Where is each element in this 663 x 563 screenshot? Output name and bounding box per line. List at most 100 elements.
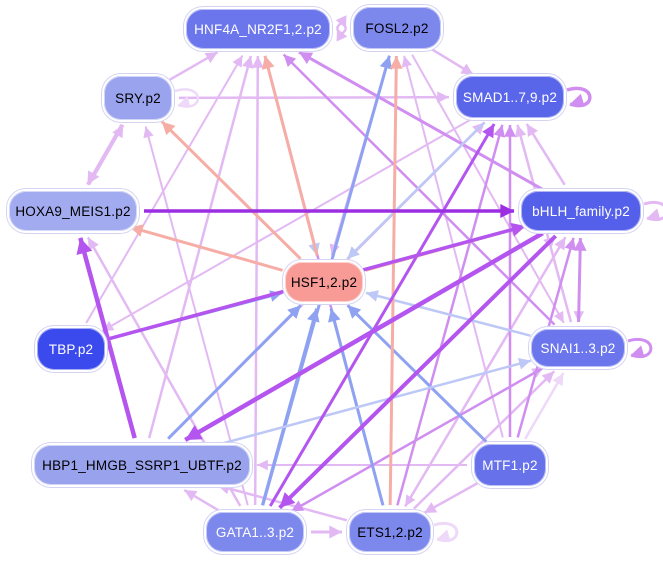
node-label: ETS1,2.p2 — [357, 524, 423, 540]
node-label: TBP.p2 — [48, 341, 94, 357]
edge-arrowhead — [178, 96, 191, 108]
edge — [263, 55, 319, 256]
edge — [643, 200, 663, 222]
node-label: HSF1,2.p2 — [290, 274, 358, 290]
edge-arrowhead — [291, 500, 305, 512]
edge-arrowhead — [553, 310, 564, 323]
edge-arrowhead — [552, 373, 564, 387]
edge — [388, 55, 398, 506]
node-tbp[interactable]: TBP.p2 — [35, 326, 107, 372]
edge-arrowhead — [143, 126, 154, 139]
edge-arrowhead — [76, 237, 93, 256]
node-snai[interactable]: SNAI1..3.p2 — [529, 327, 627, 369]
edge — [184, 231, 544, 442]
edge-arrowhead — [204, 52, 218, 64]
edge-arrowhead — [482, 124, 495, 139]
edge-arrowhead — [510, 222, 526, 237]
node-label: SNAI1..3.p2 — [540, 340, 616, 356]
edge — [78, 237, 137, 439]
edge-arrowhead — [161, 121, 176, 136]
node-hnf4a[interactable]: HNF4A_NR2F1,2.p2 — [184, 7, 332, 51]
edge-arrowhead — [573, 237, 587, 251]
edge — [433, 521, 459, 543]
edge — [278, 234, 558, 510]
edge-arrowhead — [257, 459, 268, 471]
edge — [178, 95, 450, 100]
edge — [525, 123, 566, 186]
edge-arrowhead — [517, 358, 531, 370]
edge-arrowhead — [232, 55, 243, 68]
edge-arrowhead — [424, 502, 438, 513]
node-hbp1[interactable]: HBP1_HMGB_SSRP1_UBTF.p2 — [32, 443, 252, 487]
edge — [160, 120, 302, 260]
node-label: MTF1.p2 — [482, 457, 538, 473]
edge-arrowhead — [647, 208, 661, 221]
edge-arrowhead — [328, 308, 341, 323]
edge-arrowhead — [570, 93, 585, 107]
node-label: SMAD1..7,9.p2 — [462, 89, 558, 105]
node-sry[interactable]: SRY.p2 — [102, 74, 174, 122]
edge-arrowhead — [251, 55, 264, 68]
edge — [268, 123, 496, 507]
edge-arrowhead — [298, 52, 314, 64]
edge-arrowhead — [242, 55, 254, 69]
edge-arrowhead — [347, 305, 362, 319]
node-gata[interactable]: GATA1..3.p2 — [204, 510, 306, 554]
node-ets[interactable]: ETS1,2.p2 — [347, 510, 433, 554]
edge — [524, 372, 565, 440]
edge-arrowhead — [526, 123, 538, 138]
node-fosl2[interactable]: FOSL2.p2 — [351, 5, 443, 51]
edge-arrowhead — [261, 55, 275, 70]
edge-arrowhead — [366, 290, 379, 302]
node-label: HBP1_HMGB_SSRP1_UBTF.p2 — [42, 457, 242, 473]
node-bhlh[interactable]: bHLH_family.p2 — [519, 189, 643, 233]
edge — [174, 88, 200, 108]
edge-arrowhead — [87, 237, 99, 251]
node-label: HNF4A_NR2F1,2.p2 — [194, 21, 322, 37]
edge-arrowhead — [129, 224, 144, 237]
node-label: SRY.p2 — [115, 90, 161, 106]
edge-arrowhead — [514, 124, 527, 138]
node-label: HOXA9_MEIS1.p2 — [15, 203, 131, 219]
edge-arrowhead — [329, 525, 342, 539]
edge — [627, 337, 653, 359]
edge — [217, 359, 532, 446]
edge — [101, 118, 473, 332]
edge-arrowhead — [541, 371, 555, 384]
node-mtf1[interactable]: MTF1.p2 — [472, 442, 548, 488]
edge-arrowhead — [347, 246, 360, 259]
edge-arrowhead — [631, 345, 645, 358]
edge — [253, 55, 260, 506]
node-hsf[interactable]: HSF1,2.p2 — [283, 260, 365, 304]
node-hoxa9[interactable]: HOXA9_MEIS1.p2 — [7, 189, 139, 233]
edge — [577, 237, 582, 323]
edge-arrowhead — [379, 55, 393, 70]
edge — [167, 304, 302, 440]
edge — [566, 86, 592, 108]
edge-arrowhead — [564, 237, 576, 251]
edge-arrowhead — [500, 203, 514, 219]
edge-arrowhead — [389, 55, 403, 69]
node-smad[interactable]: SMAD1..7,9.p2 — [454, 74, 566, 120]
edge-arrowhead — [185, 425, 203, 440]
node-label: bHLH_family.p2 — [532, 203, 630, 219]
edge-arrowhead — [401, 55, 413, 68]
edge — [298, 50, 543, 191]
edge-arrowhead — [493, 124, 505, 138]
edge — [346, 121, 486, 260]
edge — [411, 54, 565, 324]
edge-arrowhead — [460, 63, 474, 75]
node-label: GATA1..3.p2 — [215, 524, 295, 540]
edge-arrowhead — [287, 305, 301, 319]
edge-arrowhead — [437, 91, 450, 104]
edge-arrowhead — [405, 494, 416, 507]
edge-arrowhead — [184, 490, 198, 502]
edge-arrowhead — [112, 125, 124, 139]
edge-arrowhead — [283, 54, 297, 67]
edge-arrowhead — [504, 125, 516, 137]
node-label: FOSL2.p2 — [365, 20, 429, 36]
edge-arrowhead — [336, 28, 348, 42]
edge-arrowhead — [335, 15, 347, 29]
